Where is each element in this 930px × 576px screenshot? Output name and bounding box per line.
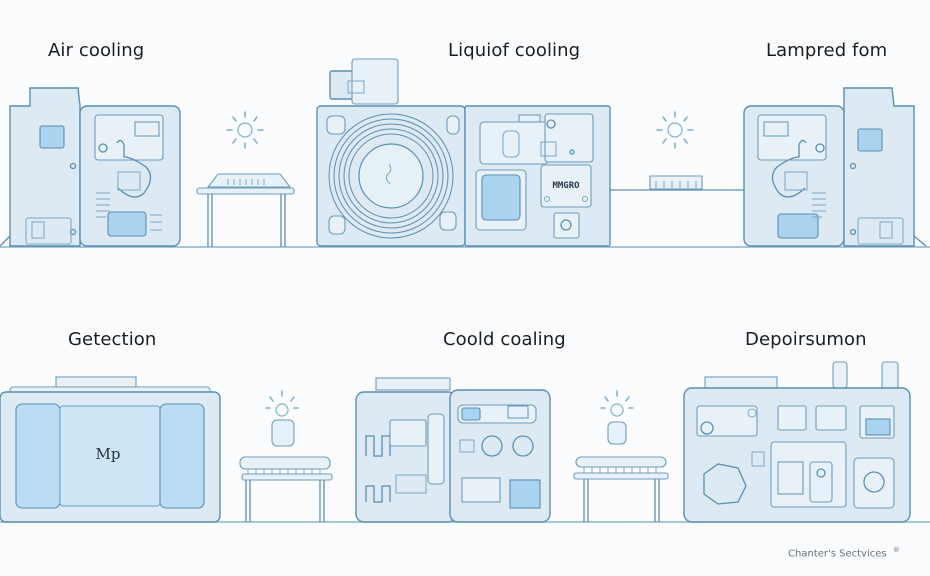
coold-unit xyxy=(355,377,551,523)
lampred-unit xyxy=(743,87,927,247)
air-lamp-icon xyxy=(226,111,264,149)
title-liquid-cooling: Liquiof cooling xyxy=(448,40,581,61)
getection-lamp-icon xyxy=(265,390,299,447)
coold-lamp-icon xyxy=(600,390,634,445)
air-cooling-unit xyxy=(0,87,181,247)
title-getection: Getection xyxy=(68,329,157,350)
getection-panel-label: Mp xyxy=(96,445,121,463)
depoirsumon-unit xyxy=(683,361,911,523)
air-blue-block xyxy=(107,211,147,237)
liquid-small-box xyxy=(649,175,703,190)
coold-top-vent xyxy=(375,377,451,391)
getection-table xyxy=(239,456,333,522)
title-air-cooling: Air cooling xyxy=(48,40,145,61)
registered-mark: ® xyxy=(892,546,900,554)
footer-credit: Chanter's Sectvices ® xyxy=(788,546,900,559)
liquid-panel-label: MMGRO xyxy=(552,181,580,191)
lampred-blue-block xyxy=(777,213,819,239)
fan-icon xyxy=(328,113,454,239)
air-table xyxy=(196,173,295,247)
liquid-screen xyxy=(481,174,521,221)
air-module-icon xyxy=(39,125,65,149)
liquid-cooling-unit: MMGRO xyxy=(316,58,744,247)
title-depoirsumon: Depoirsumon xyxy=(745,329,867,350)
title-coold-coaling: Coold coaling xyxy=(443,329,566,350)
title-lampred-fom: Lampred fom xyxy=(766,40,888,61)
getection-unit: Mp xyxy=(0,376,221,523)
coold-table xyxy=(573,456,669,522)
air-cabinet-left xyxy=(9,87,81,247)
lampred-cabinet-right xyxy=(843,87,915,247)
liquid-lamp-icon xyxy=(656,111,694,149)
footer-text: Chanter's Sectvices xyxy=(788,548,887,560)
